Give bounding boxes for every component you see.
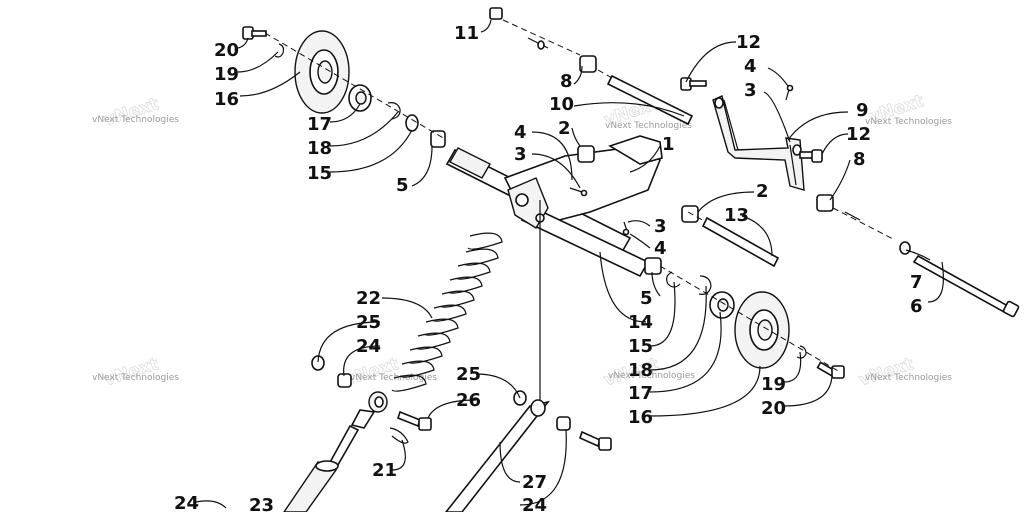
bushing-part [644, 257, 662, 275]
idler-wheel-part [294, 30, 350, 114]
callout-label: 15 [307, 163, 332, 184]
callout-label: 1 [662, 134, 675, 155]
spring-part [391, 232, 503, 392]
bushing-part [816, 194, 834, 212]
callout-label: 3 [744, 80, 757, 101]
bolt-part [579, 430, 612, 451]
callout-label: 3 [654, 216, 667, 237]
upper-axle-assembly [489, 7, 694, 126]
bushing-part [556, 416, 571, 431]
callout-label: 25 [456, 364, 481, 385]
callout-label: 16 [214, 89, 239, 110]
right-idler-wheel-assembly [644, 257, 845, 379]
retaining-ring-part [387, 102, 401, 120]
bearing-part [709, 291, 735, 319]
bolt-part [489, 7, 503, 20]
callout-label: 26 [456, 390, 481, 411]
callout-label: 2 [756, 181, 769, 202]
callout-label: 16 [628, 407, 653, 428]
right-axle-assembly [816, 194, 1020, 318]
callout-label: 24 [522, 495, 547, 512]
callout-label: 8 [560, 71, 573, 92]
axle-shaft-part [606, 74, 694, 126]
callout-label: 24 [174, 493, 199, 512]
callout-label: 14 [628, 312, 653, 333]
bushing-part [430, 130, 446, 148]
callout-label: 6 [910, 296, 923, 317]
bushing-part [681, 205, 699, 223]
swing-arm-part [445, 135, 663, 278]
callout-label: 27 [522, 472, 547, 493]
left-idler-wheel-assembly [242, 26, 446, 148]
callout-label: 22 [356, 288, 381, 309]
bracket-part [712, 95, 805, 191]
callout-labels: 11 20 19 16 17 18 15 5 8 10 12 4 3 9 12 … [174, 23, 923, 512]
shock-eye-part [368, 391, 388, 413]
leader-lines [195, 19, 944, 509]
spring-clip-part [274, 43, 285, 58]
callout-label: 17 [307, 114, 332, 135]
bolt-part [816, 361, 845, 379]
callout-label: 20 [761, 398, 786, 419]
bushing-part [577, 145, 595, 163]
callout-label: 5 [396, 175, 409, 196]
bearing-part [348, 84, 372, 112]
watermark-text: vNext Technologies [865, 117, 952, 127]
callout-label: 17 [628, 383, 653, 404]
retaining-ring-part [666, 271, 681, 288]
shock-rod-part [444, 200, 551, 512]
callout-label: 4 [744, 56, 757, 77]
svg-text:vNext: vNext [102, 94, 161, 130]
spring-clip-part [389, 427, 409, 444]
callout-label: 25 [356, 312, 381, 333]
callout-label: 23 [249, 495, 274, 512]
watermark-text: vNext Technologies [605, 121, 692, 131]
callout-label: 4 [654, 238, 667, 259]
axle-shaft-part [701, 216, 780, 268]
bolt-part [397, 410, 432, 431]
retaining-ring-part [698, 275, 712, 295]
watermark-text: vNext Technologies [608, 371, 695, 381]
callout-label: 12 [736, 32, 761, 53]
callout-label: 12 [846, 124, 871, 145]
callout-label: 11 [454, 23, 479, 44]
bolt-part [242, 26, 267, 40]
watermark-text: vNext Technologies [92, 115, 179, 125]
long-bolt-part [912, 254, 1020, 318]
bolt-part [680, 77, 707, 91]
washer-part [899, 241, 911, 255]
callout-label: 10 [549, 94, 574, 115]
shock-absorber-part [283, 409, 376, 512]
grease-fitting-part [785, 84, 794, 101]
callout-label: 18 [307, 138, 332, 159]
callout-label: 5 [640, 288, 653, 309]
callout-label: 4 [514, 122, 527, 143]
bolt-part [799, 149, 823, 163]
idler-wheel-part [734, 291, 790, 369]
callout-label: 21 [372, 460, 397, 481]
callout-label: 8 [853, 149, 866, 170]
callout-label: 9 [856, 100, 869, 121]
bushing-part [311, 355, 325, 371]
callout-label: 24 [356, 336, 381, 357]
grease-fitting-part [622, 221, 630, 236]
callout-label: 20 [214, 40, 239, 61]
bushing-part [579, 55, 597, 73]
callout-label: 15 [628, 336, 653, 357]
callout-label: 18 [628, 360, 653, 381]
callout-label: 13 [724, 205, 749, 226]
callout-label: 2 [558, 118, 571, 139]
grease-fitting-part [569, 187, 588, 197]
watermark-text: vNext Technologies [92, 373, 179, 383]
callout-label: 7 [910, 272, 923, 293]
callout-label: 3 [514, 144, 527, 165]
watermark-text: vNext Technologies [350, 373, 437, 383]
callout-label: 19 [214, 64, 239, 85]
watermark-text: vNext Technologies [865, 373, 952, 383]
bushing-part [337, 373, 352, 388]
callout-label: 19 [761, 374, 786, 395]
